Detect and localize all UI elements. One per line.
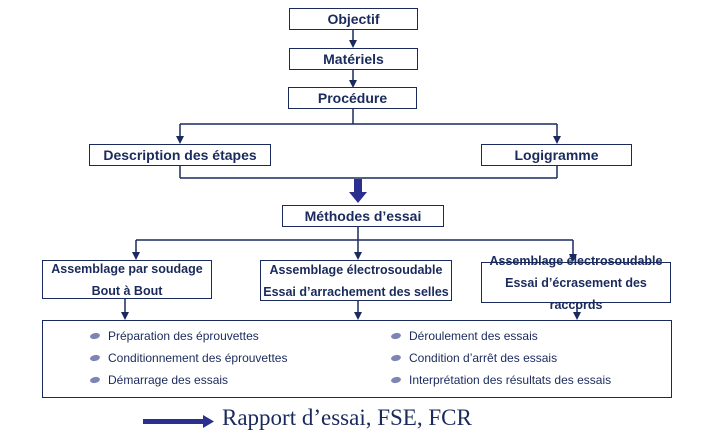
assembly-box-1: Assemblage par soudage Bout à Bout xyxy=(42,260,212,299)
step-item: Déroulement des essais xyxy=(390,329,538,343)
steps-box xyxy=(42,320,672,398)
bullet-icon xyxy=(390,354,402,362)
logigramme-box: Logigramme xyxy=(481,144,632,166)
logigramme-label: Logigramme xyxy=(514,147,599,163)
methodes-box: Méthodes d’essai xyxy=(282,205,444,227)
assembly-box-3: Assemblage électrosoudable Essai d’écras… xyxy=(481,254,671,312)
materiels-box: Matériels xyxy=(289,48,418,70)
bullet-icon xyxy=(390,332,402,340)
assembly-1-line1: Assemblage par soudage xyxy=(51,261,203,276)
step-item: Démarrage des essais xyxy=(89,373,229,387)
assembly-3-line1: Assemblage électrosoudable xyxy=(489,253,663,268)
step-item: Interprétation des résultats des essais xyxy=(390,373,612,387)
description-box: Description des étapes xyxy=(89,144,271,166)
procedure-box: Procédure xyxy=(288,87,417,109)
assembly-2-line2: Essai d’arrachement des selles xyxy=(263,284,449,299)
report-label: Rapport d’essai, FSE, FCR xyxy=(222,405,472,430)
assembly-1-line2: Bout à Bout xyxy=(91,283,163,298)
report-arrow xyxy=(143,415,214,428)
methodes-label: Méthodes d’essai xyxy=(304,208,422,224)
step-label: Interprétation des résultats des essais xyxy=(409,373,612,387)
procedure-label: Procédure xyxy=(317,90,388,106)
step-item: Préparation des éprouvettes xyxy=(89,329,259,343)
step-label: Déroulement des essais xyxy=(409,329,538,343)
thick-arrow-methodes xyxy=(349,179,367,203)
step-label: Démarrage des essais xyxy=(108,373,229,387)
step-label: Condition d’arrêt des essais xyxy=(409,351,558,365)
assembly-box-2: Assemblage électrosoudable Essai d’arrac… xyxy=(260,260,452,301)
bullet-icon xyxy=(89,354,101,362)
assembly-2-line1: Assemblage électrosoudable xyxy=(269,262,443,277)
description-label: Description des étapes xyxy=(103,147,257,163)
materiels-label: Matériels xyxy=(323,51,384,67)
step-item: Conditionnement des éprouvettes xyxy=(89,351,288,365)
bullet-icon xyxy=(89,376,101,384)
bullet-icon xyxy=(390,376,402,384)
objectif-box: Objectif xyxy=(289,8,418,30)
bullet-icon xyxy=(89,332,101,340)
assembly-3-line2: Essai d’écrasement des raccords xyxy=(505,275,647,312)
step-label: Préparation des éprouvettes xyxy=(108,329,259,343)
step-item: Condition d’arrêt des essais xyxy=(390,351,558,365)
objectif-label: Objectif xyxy=(327,11,380,27)
step-label: Conditionnement des éprouvettes xyxy=(108,351,288,365)
